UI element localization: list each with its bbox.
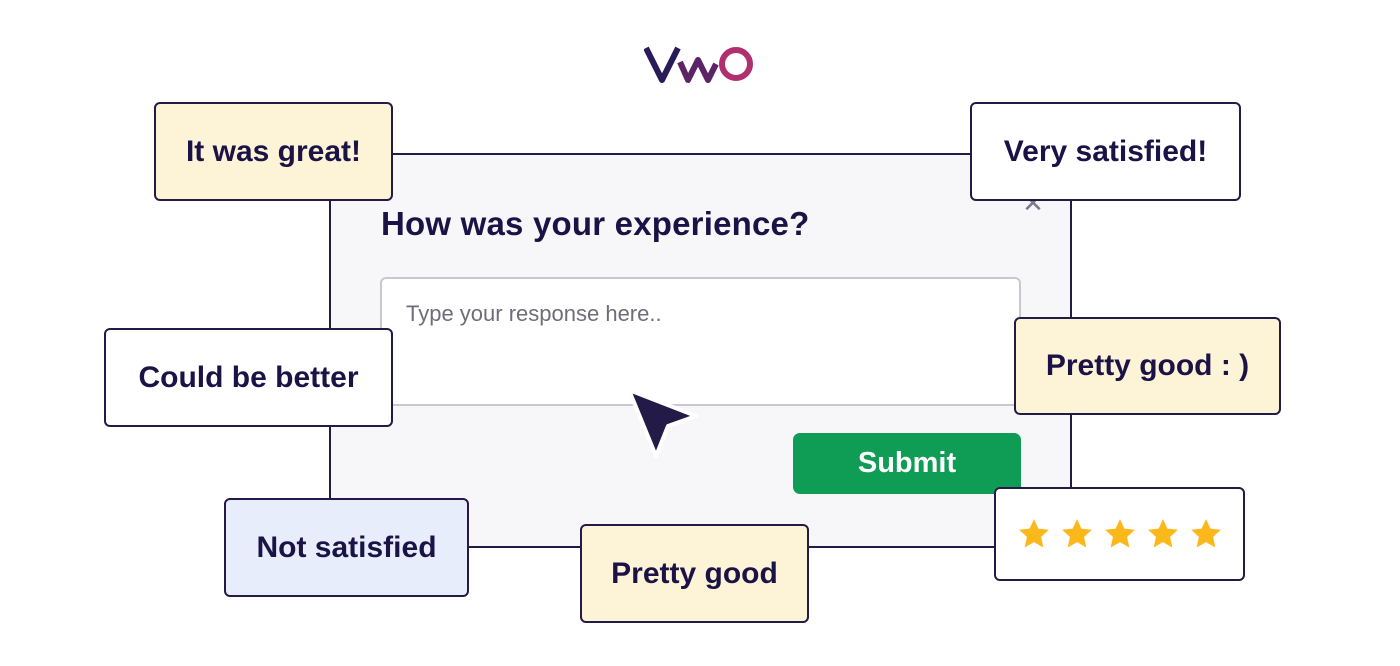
- feedback-text: It was great!: [185, 134, 362, 168]
- cursor-icon: [627, 388, 698, 458]
- feedback-card-pretty-good-smiley: Pretty good : ): [1014, 317, 1281, 415]
- star-rating: [1017, 517, 1223, 551]
- feedback-text: Pretty good: [611, 556, 778, 590]
- submit-button[interactable]: Submit: [793, 433, 1021, 494]
- feedback-text: Could be better: [138, 360, 359, 394]
- feedback-card-very-satisfied: Very satisfied!: [970, 102, 1241, 201]
- feedback-card-not-satisfied: Not satisfied: [224, 498, 469, 597]
- star-icon: [1061, 519, 1092, 548]
- feedback-card-great: It was great!: [154, 102, 393, 201]
- star-icon: [1104, 519, 1135, 548]
- feedback-text: Not satisfied: [256, 530, 437, 564]
- star-icon: [1018, 519, 1049, 548]
- survey-question: How was your experience?: [381, 205, 810, 242]
- vwo-logo: [644, 46, 753, 83]
- feedback-text: Pretty good : ): [1045, 349, 1250, 382]
- feedback-text: Very satisfied!: [1003, 134, 1208, 168]
- feedback-card-pretty-good: Pretty good: [580, 524, 809, 623]
- feedback-card-star-rating: [994, 487, 1245, 581]
- feedback-card-could-be-better: Could be better: [104, 328, 393, 427]
- star-icon: [1190, 519, 1221, 548]
- star-icon: [1147, 519, 1178, 548]
